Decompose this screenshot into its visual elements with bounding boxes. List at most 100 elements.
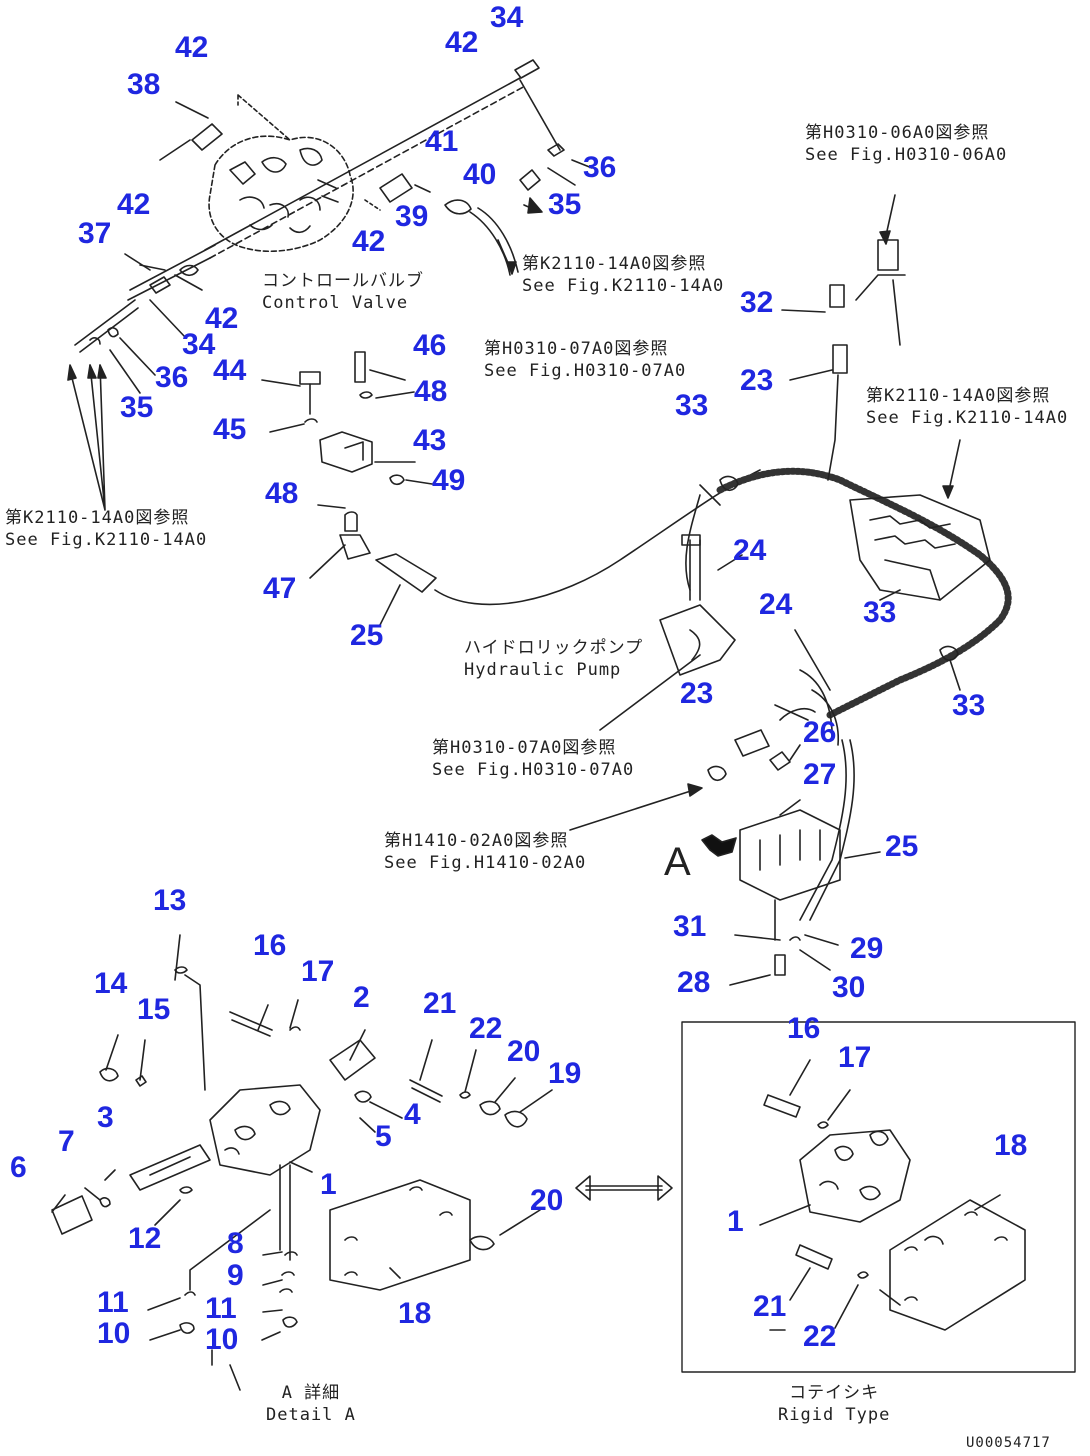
callout-13: 13 (153, 884, 187, 917)
callout-35: 35 (120, 391, 154, 424)
callout-10: 10 (205, 1323, 239, 1356)
note-ref-k2110-14a0-left: 第K2110-14A0図参照 See Fig.K2110-14A0 (5, 507, 207, 551)
callout-10: 10 (97, 1317, 131, 1350)
callout-4: 4 (404, 1098, 421, 1131)
callout-22: 22 (469, 1012, 503, 1045)
note-jp: ハイドロリックポンプ (464, 638, 644, 658)
note-en: Control Valve (262, 293, 409, 314)
callout-27: 27 (803, 758, 837, 791)
callout-35: 35 (548, 188, 582, 221)
callout-23: 23 (740, 364, 774, 397)
callout-29: 29 (850, 932, 884, 965)
callout-36: 36 (155, 361, 189, 394)
note-ref-h0310-07a0-top: 第H0310-07A0図参照 See Fig.H0310-07A0 (484, 338, 686, 382)
note-ref-k2110-14a0-right: 第K2110-14A0図参照 See Fig.K2110-14A0 (866, 385, 1068, 429)
label-hydraulic-pump: ハイドロリックポンプ Hydraulic Pump (464, 637, 643, 681)
callout-45: 45 (213, 413, 247, 446)
callout-42: 42 (205, 302, 239, 335)
note-en: See Fig.K2110-14A0 (5, 530, 208, 551)
callout-46: 46 (413, 329, 447, 362)
callout-43: 43 (413, 424, 447, 457)
note-en: See Fig.H0310-06A0 (805, 145, 1008, 166)
callout-32: 32 (740, 286, 774, 319)
callout-5: 5 (375, 1120, 392, 1153)
callout-2: 2 (353, 981, 370, 1014)
callout-42: 42 (352, 225, 386, 258)
label-control-valve: コントロールバルブ Control Valve (262, 270, 424, 314)
note-jp: 第H0310-07A0図参照 (484, 339, 669, 359)
callout-47: 47 (263, 572, 297, 605)
callout-25: 25 (350, 619, 384, 652)
note-en: Rigid Type (778, 1405, 891, 1426)
callout-41: 41 (425, 125, 459, 158)
callout-1: 1 (320, 1168, 337, 1201)
callout-42: 42 (445, 26, 479, 59)
callout-34: 34 (490, 1, 524, 34)
callout-28: 28 (677, 966, 711, 999)
callout-24: 24 (733, 534, 767, 567)
note-en: Hydraulic Pump (464, 660, 622, 681)
callout-16: 16 (253, 929, 287, 962)
note-ref-h1410-02a0: 第H1410-02A0図参照 See Fig.H1410-02A0 (384, 830, 586, 874)
callout-18: 18 (398, 1297, 432, 1330)
callout-21: 21 (753, 1290, 787, 1323)
rigid-type-drawing (759, 1059, 1026, 1331)
callout-38: 38 (127, 68, 161, 101)
valve-left-fittings (74, 123, 223, 353)
callout-7: 7 (58, 1125, 75, 1158)
note-ref-h0310-07a0-mid: 第H0310-07A0図参照 See Fig.H0310-07A0 (432, 737, 634, 781)
callout-11: 11 (205, 1292, 237, 1325)
control-valve-drawing (208, 135, 354, 253)
callout-42: 42 (117, 188, 151, 221)
note-jp: A 詳細 (281, 1383, 341, 1403)
callout-1: 1 (727, 1205, 744, 1238)
callout-34: 34 (182, 328, 216, 361)
note-jp: コテイシキ (789, 1383, 880, 1403)
note-jp: 第H1410-02A0図参照 (384, 831, 569, 851)
callout-42: 42 (175, 31, 209, 64)
drawing-code: U00054717 (966, 1435, 1051, 1451)
callout-23: 23 (680, 677, 714, 710)
callout-48: 48 (265, 477, 299, 510)
callout-31: 31 (673, 910, 707, 943)
note-en: Detail A (266, 1405, 356, 1426)
note-jp: コントロールバルブ (262, 271, 424, 291)
callout-44: 44 (213, 354, 247, 387)
callout-9: 9 (227, 1259, 244, 1292)
callout-11: 11 (97, 1286, 129, 1319)
callout-21: 21 (423, 987, 457, 1020)
note-en: See Fig.H0310-07A0 (432, 760, 635, 781)
callout-33: 33 (675, 389, 709, 422)
note-jp: 第K2110-14A0図参照 (5, 508, 190, 528)
view-marker-a: A (664, 840, 691, 884)
callout-20: 20 (530, 1184, 564, 1217)
callout-33: 33 (863, 596, 897, 629)
callout-30: 30 (832, 971, 866, 1004)
note-jp: 第H0310-07A0図参照 (432, 738, 617, 758)
note-en: See Fig.H1410-02A0 (384, 853, 587, 874)
callout-22: 22 (803, 1320, 837, 1353)
callout-40: 40 (463, 158, 497, 191)
callout-25: 25 (885, 830, 919, 863)
callout-48: 48 (414, 375, 448, 408)
callout-17: 17 (301, 955, 335, 988)
note-jp: 第K2110-14A0図参照 (522, 254, 707, 274)
callout-16: 16 (787, 1012, 821, 1045)
callout-3: 3 (97, 1101, 114, 1134)
callout-6: 6 (10, 1151, 27, 1184)
callout-18: 18 (994, 1129, 1028, 1162)
callout-12: 12 (128, 1222, 162, 1255)
callout-36: 36 (583, 151, 617, 184)
note-en: See Fig.K2110-14A0 (866, 408, 1069, 429)
callout-20: 20 (507, 1035, 541, 1068)
note-ref-k2110-14a0-top: 第K2110-14A0図参照 See Fig.K2110-14A0 (522, 253, 724, 297)
note-en: See Fig.K2110-14A0 (522, 276, 725, 297)
callout-24: 24 (759, 588, 793, 621)
callout-14: 14 (94, 967, 128, 1000)
caption-detail-a: A 詳細 Detail A (266, 1382, 356, 1426)
callout-19: 19 (548, 1057, 582, 1090)
callout-8: 8 (227, 1227, 244, 1260)
callout-17: 17 (838, 1041, 872, 1074)
